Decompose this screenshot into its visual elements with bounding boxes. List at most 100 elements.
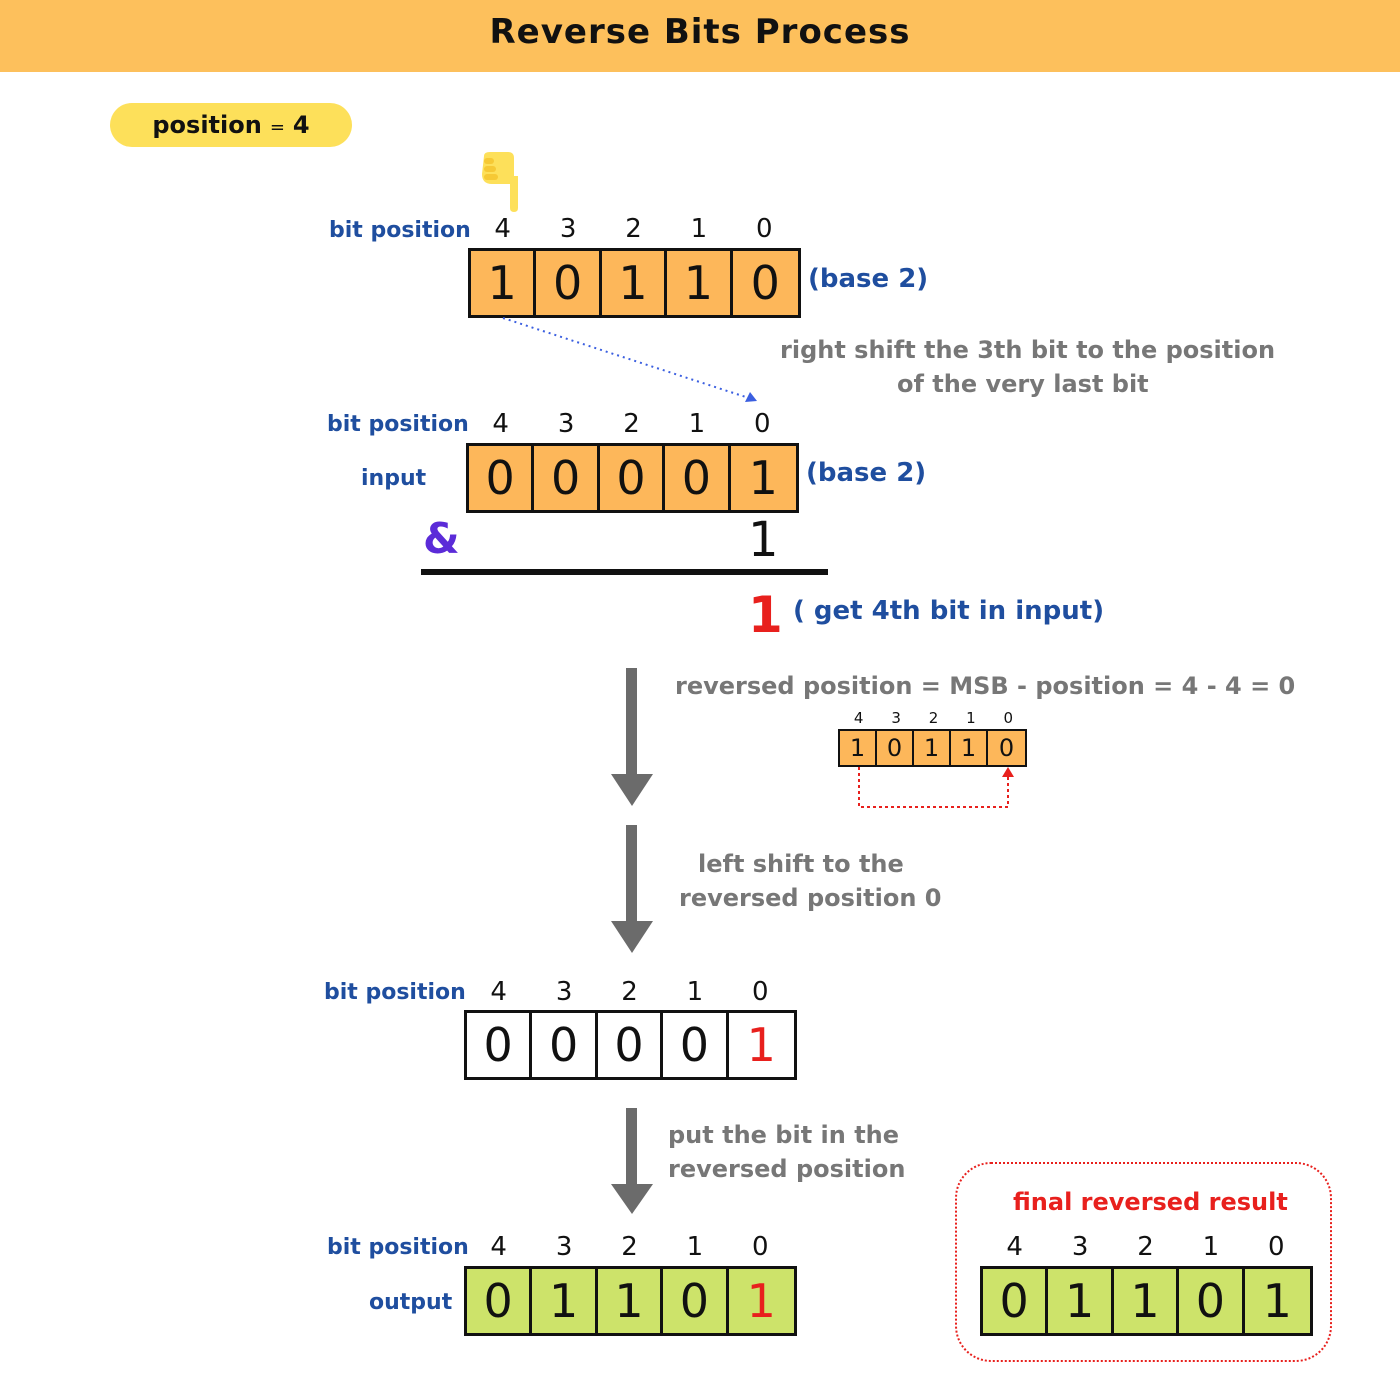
left-shifted-bits: 0 0 0 0 1 [464,1010,797,1080]
position-index: 1 [966,709,976,727]
bit-cell: 1 [1262,1274,1292,1328]
bit-cell: 1 [602,251,668,315]
bit-cell: 1 [532,1269,598,1333]
position-index: 3 [557,409,575,439]
position-index: 4 [492,409,509,439]
header-bar [0,0,1400,72]
put-bit-note-line1: put the bit in the [668,1121,900,1149]
reversed-position-formula: reversed position = MSB - position = 4 -… [675,672,1296,700]
position-index: 0 [753,409,771,439]
page-title: Reverse Bits Process [489,12,911,52]
original-bits: 1 0 1 1 0 [468,248,801,318]
bit-cell: 1 [598,1269,664,1333]
bit-cell-highlighted: 1 [746,1274,776,1328]
bit-cell: 0 [467,1269,533,1333]
down-arrow-2 [611,825,653,953]
bit-cell: 0 [532,1013,598,1077]
bit-cell: 0 [467,1013,533,1077]
bit-cell: 1 [840,731,877,765]
shifted-input-bits: 0 0 0 0 1 [466,443,799,513]
base2-label-2: (base 2) [806,458,927,488]
position-row-3: 4 3 2 1 0 [466,977,793,1007]
bit-position-label-2: bit position [327,412,469,437]
position-index: 3 [891,709,901,727]
final-result-box [955,1162,1332,1362]
position-index: 1 [686,1232,704,1262]
position-index: 1 [690,214,708,244]
bit-cell: 0 [1179,1269,1245,1333]
bit-cell: 0 [536,251,602,315]
left-shift-note-line2: reversed position 0 [679,884,942,912]
bit-cell-highlighted: 1 [746,1018,776,1072]
position-index: 3 [559,214,577,244]
final-position-row: 4 3 2 1 0 [982,1232,1309,1262]
position-value: 4 [292,111,310,139]
bit-position-label-1: bit position [329,218,471,243]
position-index: 1 [686,977,704,1007]
position-index: 3 [1071,1232,1089,1262]
bit-cell: 0 [469,446,535,510]
position-index: 0 [751,977,769,1007]
bit-cell: 1 [1048,1269,1114,1333]
down-arrow-3 [611,1108,653,1214]
position-index: 0 [1003,709,1014,727]
position-row-2: 4 3 2 1 0 [468,409,795,439]
position-index: 3 [555,1232,573,1262]
bit-cell: 1 [667,251,733,315]
bit-cell: 0 [663,1269,729,1333]
bit-cell: 1 [471,251,537,315]
position-index: 4 [1006,1232,1023,1262]
bit-cell: 1 [748,451,778,505]
bit-cell: 0 [877,731,914,765]
bit-cell: 0 [983,1269,1049,1333]
bit-cell: 0 [750,256,780,310]
bit-cell: 1 [951,731,988,765]
input-label: input [361,466,427,491]
bit-position-label-3: bit position [324,980,466,1005]
position-index: 4 [490,1232,507,1262]
position-eq: = [269,117,285,138]
position-index: 0 [751,1232,769,1262]
position-index: 1 [688,409,706,439]
output-label: output [369,1290,453,1315]
position-index: 0 [755,214,773,244]
position-label: position [152,111,262,139]
position-row-4: 4 3 2 1 0 [466,1232,793,1262]
final-result-title: final reversed result [1013,1188,1288,1216]
position-index: 4 [494,214,511,244]
get-bit-note: ( get 4th bit in input) [793,596,1105,626]
left-shift-note-line1: left shift to the [698,850,904,878]
output-bits: 0 1 1 0 1 [464,1266,797,1336]
bit-cell: 0 [534,446,600,510]
bit-position-label-4: bit position [327,1235,469,1260]
base2-label-1: (base 2) [808,264,929,294]
bit-cell: 0 [998,734,1015,762]
right-shift-note-line2: of the very last bit [897,370,1149,398]
sum-line [421,569,828,575]
bit-cell: 0 [665,446,731,510]
bit-cell: 1 [914,731,951,765]
result-bit: 1 [748,586,783,644]
position-index: 0 [1267,1232,1285,1262]
position-index: 4 [853,709,864,727]
bit-cell: 0 [663,1013,729,1077]
position-row-1: 4 3 2 1 0 [470,214,797,244]
final-bits: 0 1 1 0 1 [980,1266,1313,1336]
and-operator: & [423,514,460,563]
bit-cell: 1 [1114,1269,1180,1333]
position-index: 3 [555,977,573,1007]
position-pill: position = 4 [110,103,352,147]
position-index: 2 [621,1232,638,1262]
position-index: 2 [623,409,640,439]
mask-bit: 1 [748,512,779,568]
right-shift-note-line1: right shift the 3th bit to the position [780,336,1276,364]
position-index: 1 [1202,1232,1220,1262]
position-index: 2 [625,214,642,244]
position-index: 2 [1137,1232,1154,1262]
pointing-hand-icon [482,152,518,212]
position-index: 4 [490,977,507,1007]
bit-cell: 0 [600,446,666,510]
mini-position-row: 4 3 2 1 0 [840,709,1027,727]
bit-cell: 0 [598,1013,664,1077]
shift-dotted-arrow [502,317,757,402]
